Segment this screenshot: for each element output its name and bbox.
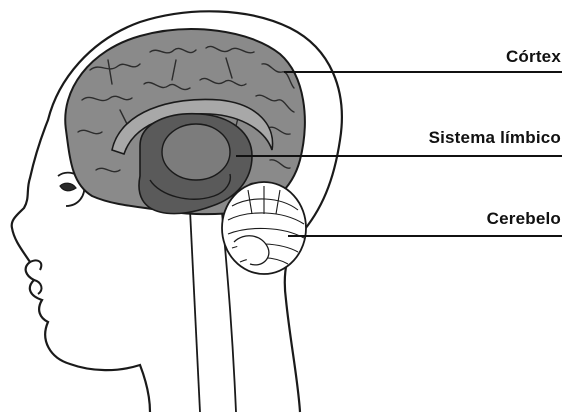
- label-cerebellum: Cerebelo: [487, 209, 561, 229]
- label-limbic-system: Sistema límbico: [429, 128, 561, 148]
- cerebellum: [222, 182, 306, 274]
- thalamus: [162, 124, 230, 180]
- label-cortex: Córtex: [506, 47, 561, 67]
